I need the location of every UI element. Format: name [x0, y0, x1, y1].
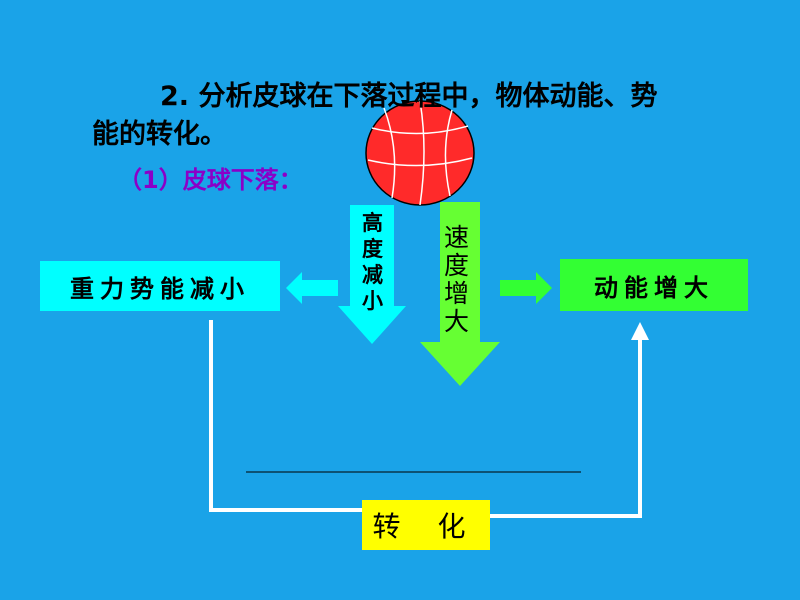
height-decrease-label: 高 度 减 小 [362, 213, 383, 317]
speed-increase-label: 速 度 增 大 [444, 225, 469, 337]
potential-energy-box: 重力势能减小 [40, 261, 280, 311]
up-arrowhead [631, 322, 649, 340]
label-char: 减 [362, 263, 383, 287]
heading-line-1: 2. 分析皮球在下落过程中，物体动能、势 [160, 81, 658, 112]
height-down-arrow [338, 205, 406, 344]
conversion-box: 转 化 [362, 500, 490, 550]
subheading: （1）皮球下落： [118, 166, 303, 194]
label-char: 度 [362, 237, 383, 261]
label-char: 大 [444, 307, 470, 336]
left-arrow [286, 272, 338, 304]
basketball-icon [365, 100, 475, 206]
label-char: 高 [362, 211, 383, 235]
label-char: 度 [444, 251, 470, 280]
label-char: 小 [362, 289, 383, 313]
left-connector-line [209, 320, 362, 512]
kinetic-energy-box: 动能增大 [560, 259, 748, 311]
speed-down-arrow [420, 202, 500, 386]
label-char: 速 [444, 223, 470, 252]
heading-line-2: 能的转化。 [92, 119, 227, 150]
right-arrow [500, 272, 552, 304]
label-char: 增 [444, 279, 470, 308]
right-connector-line [490, 336, 642, 518]
